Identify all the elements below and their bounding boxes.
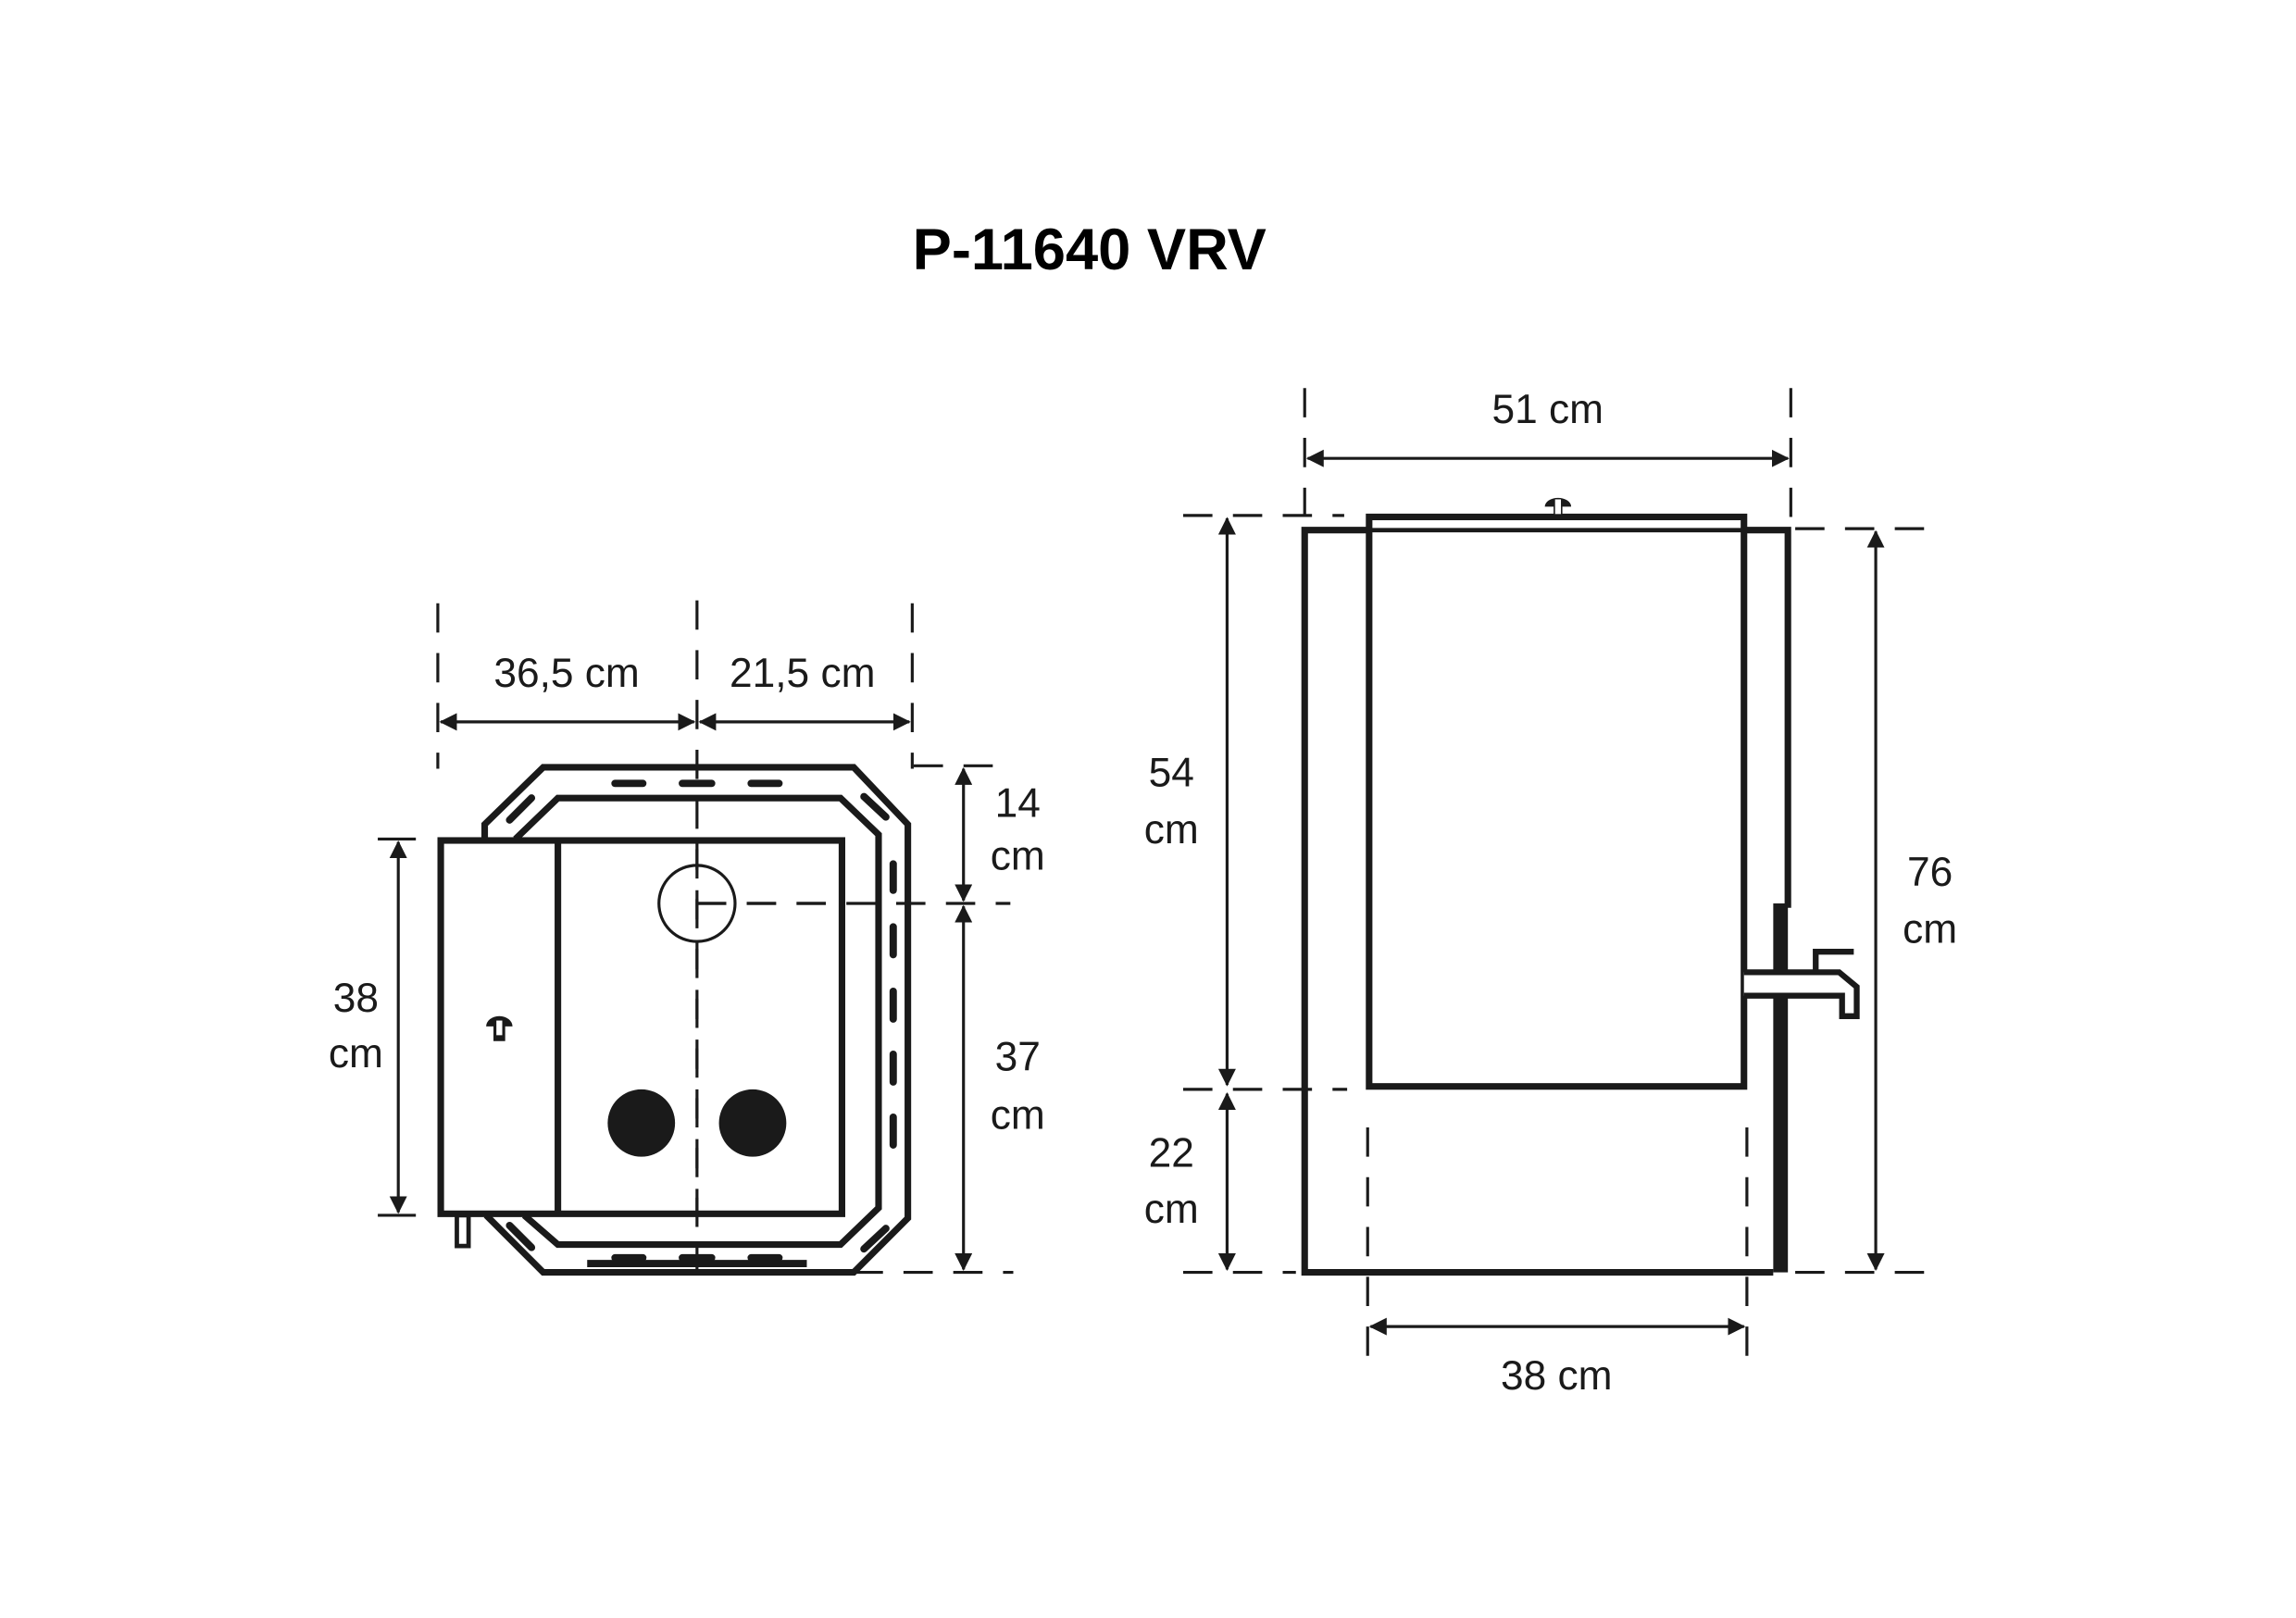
stove-inner-casing	[513, 794, 882, 1249]
stove-body	[1301, 527, 1791, 1276]
dim-label-base-height-value: 22	[1149, 1131, 1194, 1176]
dim-label-right-width: 21,5 cm	[730, 651, 875, 696]
dim-label-door-height-value: 38	[333, 976, 379, 1021]
top-view: 36,5 cm 21,5 cm 38 cm 14 cm 37 cm	[329, 600, 1045, 1276]
dim-label-tank-width: 38 cm	[1501, 1353, 1613, 1399]
firebox	[437, 837, 845, 1217]
dim-label-left-width: 36,5 cm	[493, 651, 639, 696]
vent-slots	[505, 779, 897, 1262]
dim-label-top-depth-value: 14	[995, 781, 1041, 827]
dim-label-tank-height-value: 54	[1149, 750, 1194, 795]
pipe-connection-left	[607, 1089, 676, 1157]
dim-label-door-height-unit: cm	[329, 1031, 383, 1077]
chimney-outlet	[657, 864, 737, 943]
door-handle-icon	[486, 1015, 513, 1041]
dim-label-base-height-unit: cm	[1144, 1187, 1199, 1232]
dim-label-tank-height-unit: cm	[1144, 807, 1199, 853]
model-title: P-11640 VRV	[913, 218, 1267, 282]
pipe-connection-right	[718, 1089, 787, 1157]
dim-label-top-depth-unit: cm	[991, 834, 1045, 879]
faucet-icon	[1743, 949, 1860, 1019]
dim-label-total-height-unit: cm	[1903, 907, 1957, 952]
dim-label-total-width: 51 cm	[1492, 387, 1604, 432]
stove-outer-casing	[480, 764, 912, 1276]
side-view: 51 cm 38 cm 54 cm 22 cm 76	[1144, 387, 1957, 1399]
lid-knob-icon	[1544, 497, 1572, 517]
side-panel	[1773, 903, 1789, 1273]
water-tank	[1366, 513, 1748, 1090]
foot	[455, 1213, 471, 1249]
dim-label-total-height-value: 76	[1907, 850, 1953, 895]
dim-label-bottom-depth-value: 37	[995, 1034, 1041, 1079]
dim-label-bottom-depth-unit: cm	[991, 1093, 1045, 1139]
